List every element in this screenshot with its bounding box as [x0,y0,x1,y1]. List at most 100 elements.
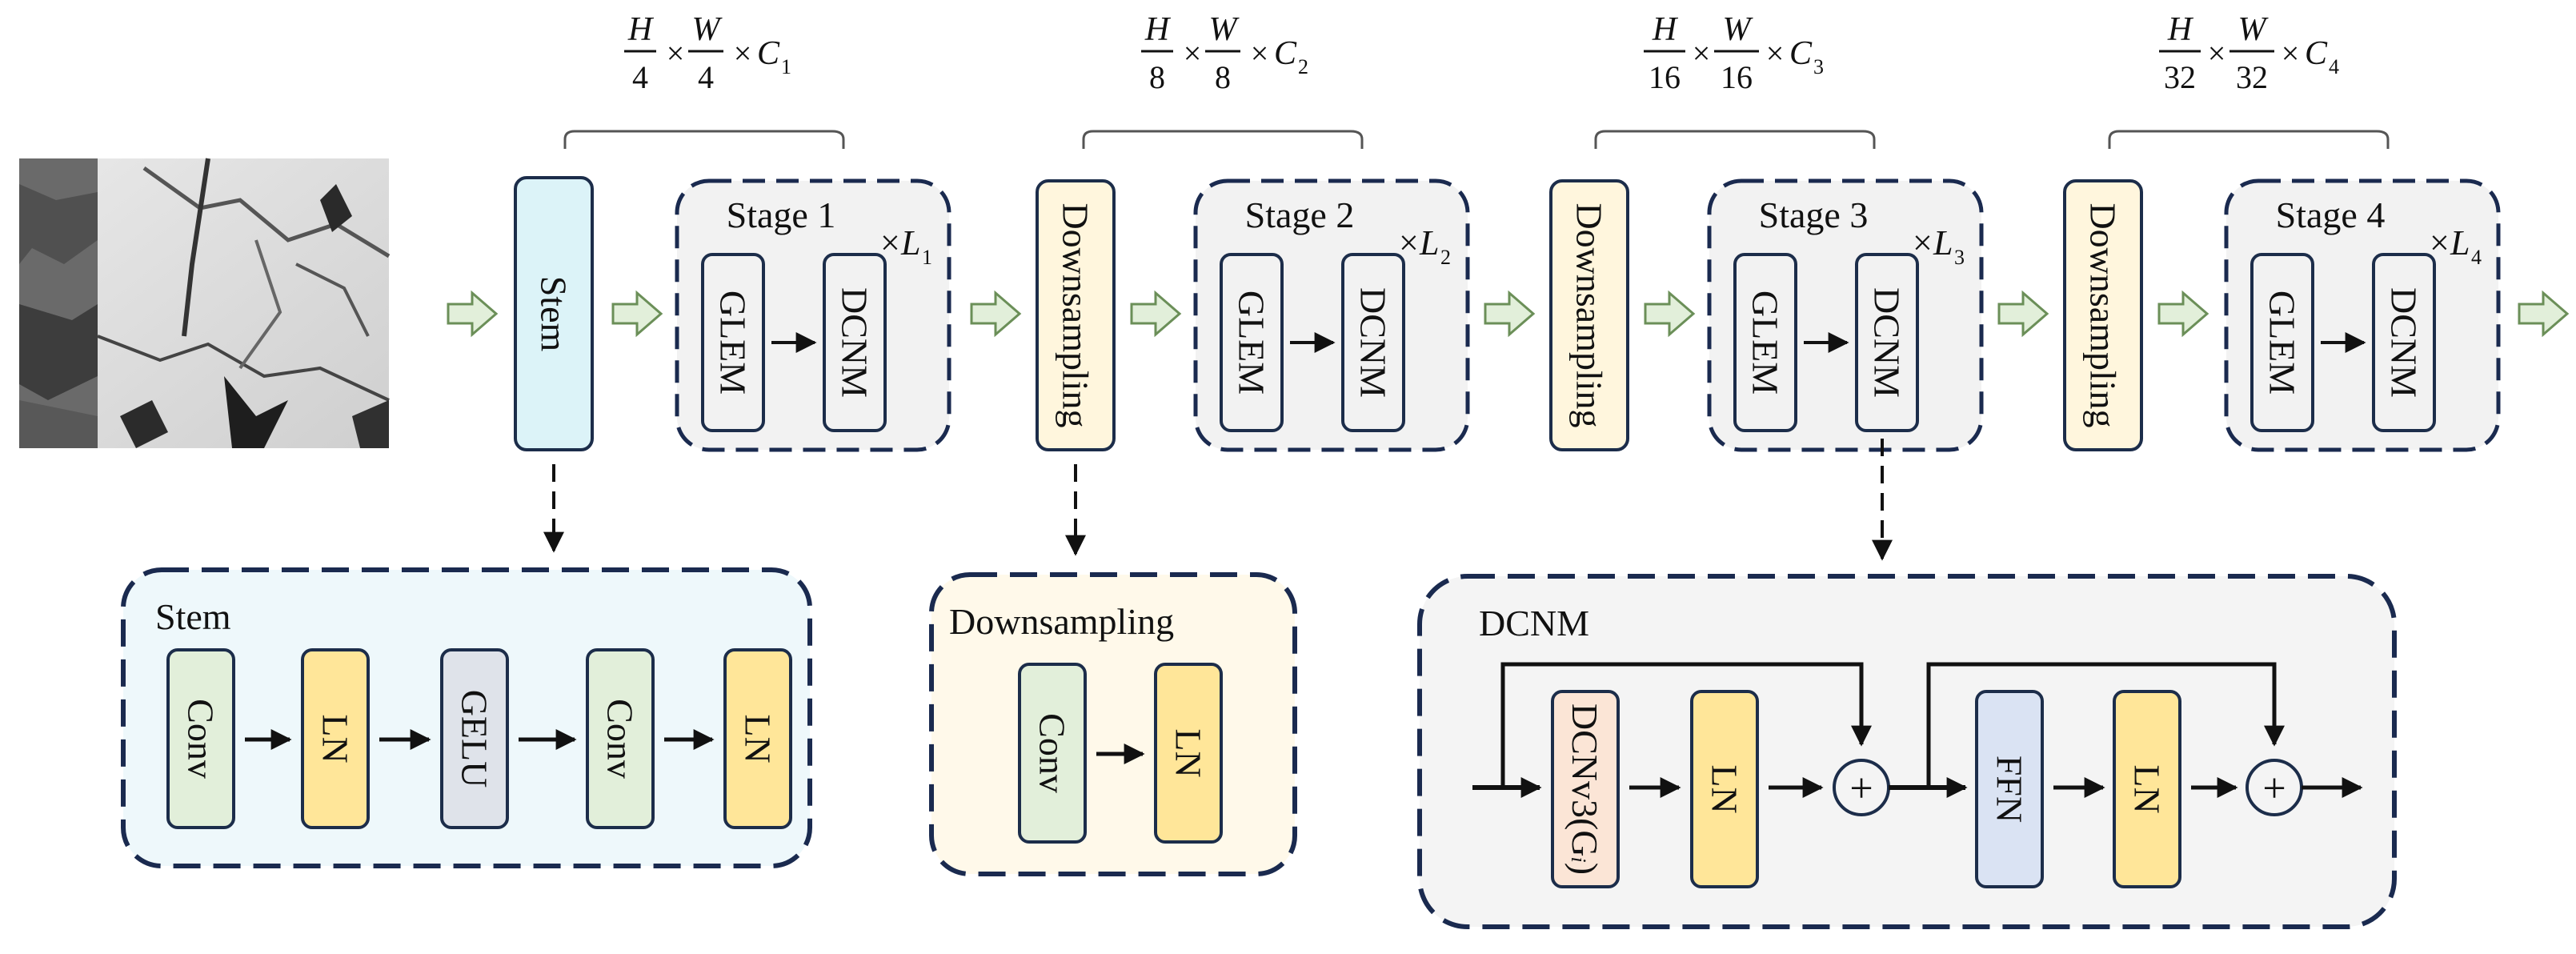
dcnm-block [1341,253,1405,432]
stage-3: Stage 3 × L 3 GLEM DCNM [1707,178,1984,452]
flow-arrow [1484,290,1536,338]
brace-stage-3 [1594,130,1876,149]
dims-stage-4: H 32 × W 32 × C 4 [2159,11,2339,95]
dim-w-den: 32 [2236,59,2268,95]
repeat-symbol: × [2430,223,2450,263]
dim-h-den: 32 [2164,59,2196,95]
dim-times: × [2208,35,2226,71]
skip-connection [1500,662,1872,788]
glem-block [1220,253,1284,432]
dcnm-detail: DCNM DCNv3(Gi) LN + FFN LN + [1417,574,2397,929]
conv-label: Conv [1032,713,1073,793]
dcnm-label: DCNM [1353,287,1394,398]
downsampling-block-3: Downsampling [2063,179,2143,451]
conv-block [586,648,655,829]
dims-stage-3: H 16 × W 16 × C 3 [1644,11,1824,95]
dim-h-den: 16 [1649,59,1681,95]
ln-block [2113,690,2181,888]
stage-title: Stage 3 [1759,194,1869,235]
downsampling-label: Downsampling [2083,202,2124,427]
ln-block [1154,663,1223,844]
dim-times: × [1693,35,1711,71]
ffn-block [1975,690,2044,888]
brace-stage-2 [1082,130,1364,149]
glem-block [2250,253,2314,432]
dim-h-den: 4 [632,59,648,95]
stem-label: Stem [534,276,575,352]
repeat-symbol: × [1913,223,1933,263]
downsampling-label: Downsampling [1056,202,1096,427]
dim-w: W [1209,11,1240,48]
repeat-symbol: × [880,223,900,263]
repeat-var: L [900,223,920,263]
repeat-var: L [2450,223,2470,263]
dim-h: H [2167,11,2194,48]
repeat-var: L [1933,223,1953,263]
ln-block [301,648,370,829]
dim-c: C [1274,35,1297,72]
flow-arrow [1997,290,2049,338]
repeat-symbol: × [1399,223,1419,263]
ln-label: LN [315,714,356,763]
conv-block [1018,663,1087,844]
ln-label: LN [1705,764,1745,813]
dim-h-den: 8 [1149,59,1165,95]
dcnm-block [1855,253,1919,432]
dims-stage-2: H 8 × W 8 × C 2 [1141,11,1308,95]
flow-arrow [970,290,1022,338]
gelu-label: GELU [455,690,495,788]
stage-1: Stage 1 × L 1 GLEM DCNM [675,178,951,452]
plus-symbol: + [1849,766,1873,812]
stage-title: Stage 2 [1245,194,1355,235]
gelu-block [440,648,509,829]
dcnm-block [2372,253,2436,432]
ln-block [723,648,792,829]
dim-w-den: 16 [1721,59,1753,95]
dim-times: × [734,35,752,71]
flow-arrow [1130,290,1182,338]
ln-label: LN [2127,764,2168,813]
dim-c-sub: 2 [1298,55,1308,78]
glem-label: GLEM [1232,291,1272,395]
flow-arrow [611,290,663,338]
downsampling-detail-title: Downsampling [949,601,1174,642]
dim-times: × [1184,35,1202,71]
dim-c-sub: 1 [781,55,791,78]
conv-label: Conv [181,699,222,779]
dim-times: × [2282,35,2300,71]
stage-title: Stage 1 [727,194,836,235]
dim-w: W [1723,11,1754,48]
ln-label: LN [1168,728,1209,777]
dcnm-detail-title: DCNM [1479,603,1589,643]
downsampling-block-1: Downsampling [1036,179,1116,451]
ln-label: LN [738,714,779,763]
dcnv3-block [1551,690,1620,888]
stage-4: Stage 4 × L 4 GLEM DCNM [2224,178,2501,452]
satellite-sea-ice-image [19,158,391,448]
ln-block [1690,690,1759,888]
stage-title: Stage 4 [2276,194,2386,235]
glem-block [701,253,765,432]
dim-c-sub: 4 [2329,55,2339,78]
glem-label: GLEM [1745,291,1786,395]
dim-times: × [1766,35,1785,71]
dcnm-label: DCNM [2384,287,2425,398]
dim-w-den: 4 [698,59,714,95]
dim-w: W [692,11,723,48]
stem-detail: Stem Conv LN GELU Conv LN [121,567,812,868]
dim-times: × [1251,35,1269,71]
dcnm-label: DCNM [1867,287,1908,398]
brace-stage-4 [2108,130,2390,149]
dim-c: C [1789,35,1813,72]
flow-arrow [2518,290,2570,338]
repeat-sub: 4 [2471,246,2482,269]
dcnm-label: DCNM [835,287,875,398]
stem-block: Stem [514,176,594,451]
dim-h: H [1652,11,1679,48]
repeat-sub: 1 [922,246,932,269]
ffn-label: FFN [1989,756,2030,823]
dcnm-block [823,253,887,432]
stage-2: Stage 2 × L 2 GLEM DCNM [1193,178,1470,452]
flow-arrow [447,290,499,338]
